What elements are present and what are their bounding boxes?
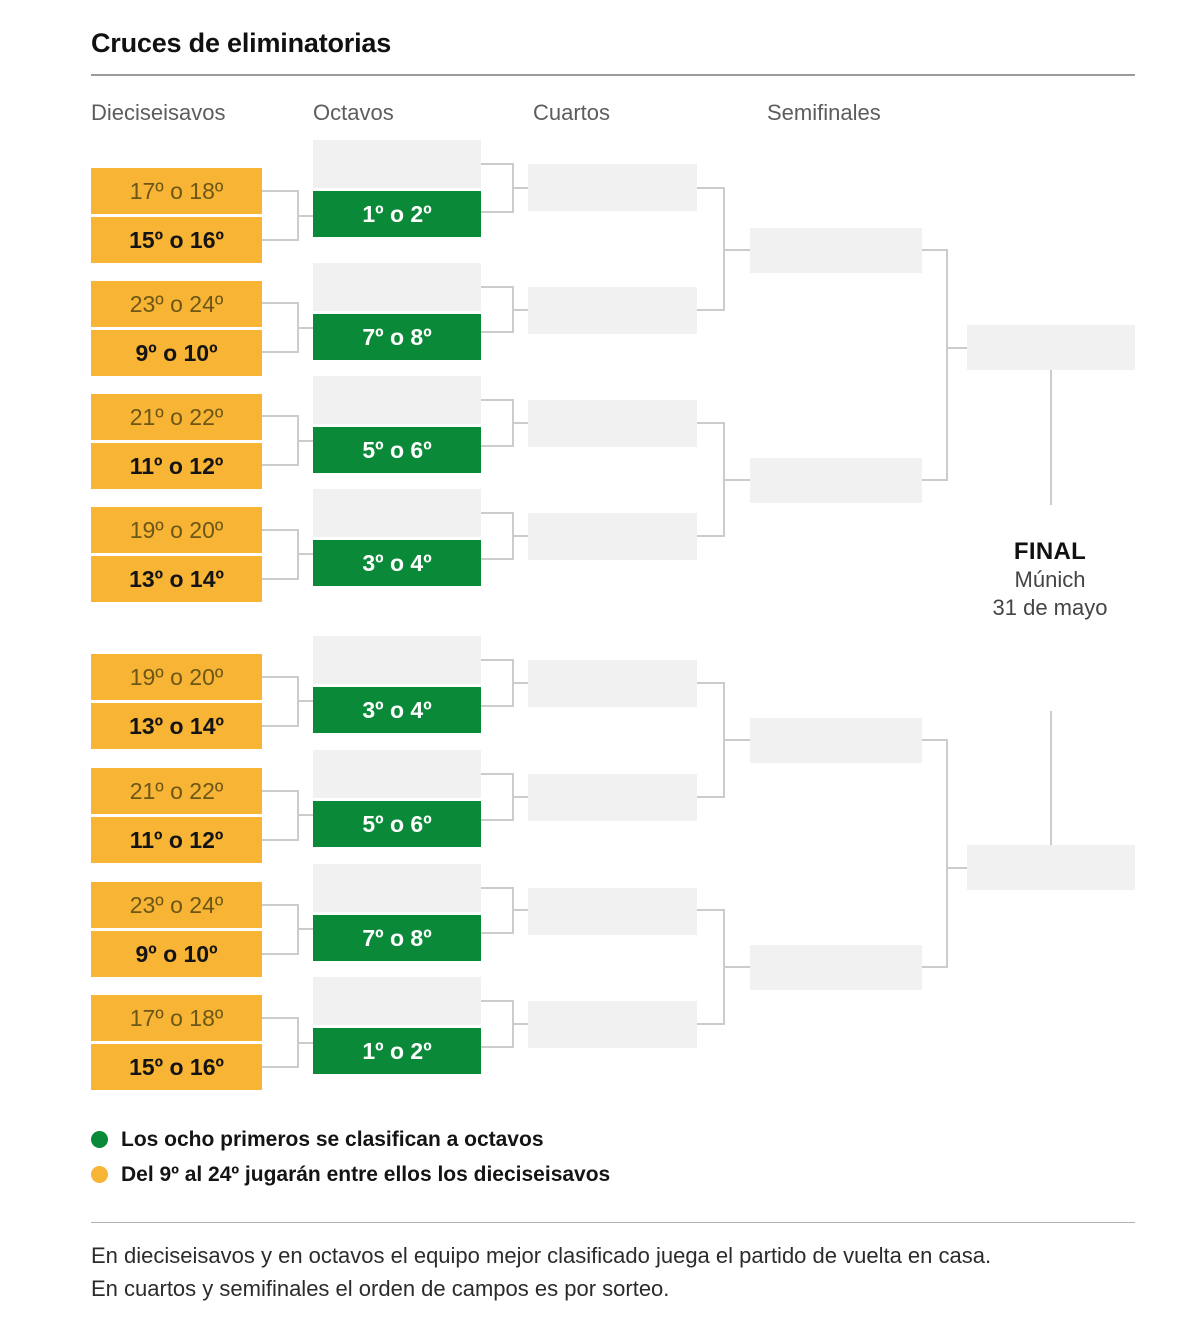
- column-header-cuartos: Cuartos: [533, 100, 611, 125]
- r32-slot-bottom[interactable]: 11º o 12º: [91, 443, 262, 489]
- qf-slot[interactable]: [528, 774, 697, 821]
- qf-slot[interactable]: [528, 287, 697, 334]
- r32-slot-bottom[interactable]: 15º o 16º: [91, 217, 262, 263]
- final-label-block: FINAL Múnich 31 de mayo: [930, 538, 1170, 622]
- r32-slot-top[interactable]: 23º o 24º: [91, 882, 262, 928]
- column-header-octavos: Octavos: [313, 100, 394, 125]
- r16-winner-slot[interactable]: [313, 636, 481, 684]
- r16-seeded-slot[interactable]: 5º o 6º: [313, 801, 481, 847]
- legend-label: Del 9º al 24º jugarán entre ellos los di…: [121, 1162, 611, 1186]
- footnote-line-2: En cuartos y semifinales el orden de cam…: [91, 1275, 670, 1301]
- r16-winner-slot[interactable]: [313, 263, 481, 311]
- sf-slot[interactable]: [750, 458, 922, 503]
- r16-seeded-slot[interactable]: 1º o 2º: [313, 191, 481, 237]
- r32-slot-top[interactable]: 23º o 24º: [91, 281, 262, 327]
- title-divider: [91, 74, 1135, 76]
- r16-seeded-slot[interactable]: 1º o 2º: [313, 1028, 481, 1074]
- sf-slot[interactable]: [750, 718, 922, 763]
- r32-slot-bottom[interactable]: 9º o 10º: [91, 931, 262, 977]
- r32-slot-top[interactable]: 17º o 18º: [91, 168, 262, 214]
- r16-seeded-slot[interactable]: 7º o 8º: [313, 314, 481, 360]
- r32-slot-top[interactable]: 17º o 18º: [91, 995, 262, 1041]
- page-title: Cruces de eliminatorias: [91, 28, 392, 58]
- column-header-semifinales: Semifinales: [767, 100, 881, 125]
- r16-winner-slot[interactable]: [313, 864, 481, 912]
- r16-seeded-slot[interactable]: 7º o 8º: [313, 915, 481, 961]
- bracket-connectors: [262, 163, 1052, 1068]
- r32-slot-bottom[interactable]: 13º o 14º: [91, 703, 262, 749]
- footnote-line-1: En dieciseisavos y en octavos el equipo …: [91, 1243, 992, 1268]
- r16-winner-slot[interactable]: [313, 489, 481, 537]
- qf-slot[interactable]: [528, 513, 697, 560]
- r16-seeded-slot[interactable]: 3º o 4º: [313, 540, 481, 586]
- final-title: FINAL: [1013, 538, 1087, 565]
- r16-winner-slot[interactable]: [313, 977, 481, 1025]
- green-dot-icon: [91, 1131, 108, 1148]
- sf-slot[interactable]: [750, 945, 922, 990]
- footnote: En dieciseisavos y en octavos el equipo …: [91, 1240, 1151, 1305]
- footnote-divider: [91, 1222, 1135, 1223]
- r16-winner-slot[interactable]: [313, 140, 481, 188]
- legend-label: Los ocho primeros se clasifican a octavo…: [121, 1127, 544, 1151]
- qf-slot[interactable]: [528, 888, 697, 935]
- r16-winner-slot[interactable]: [313, 376, 481, 424]
- column-header-dieciseisavos: Dieciseisavos: [91, 100, 226, 125]
- r32-slot-top[interactable]: 19º o 20º: [91, 654, 262, 700]
- r32-slot-top[interactable]: 21º o 22º: [91, 768, 262, 814]
- r32-slot-bottom[interactable]: 13º o 14º: [91, 556, 262, 602]
- r32-slot-bottom[interactable]: 11º o 12º: [91, 817, 262, 863]
- r16-seeded-slot[interactable]: 5º o 6º: [313, 427, 481, 473]
- bracket-diagram: 17º o 18º 15º o 16º 23º o 24º 9º o 10º 2…: [91, 140, 1170, 1090]
- qf-slot[interactable]: [528, 164, 697, 211]
- final-city: Múnich: [1014, 567, 1086, 592]
- final-slot[interactable]: [967, 325, 1135, 370]
- r32-slot-top[interactable]: 21º o 22º: [91, 394, 262, 440]
- r16-winner-slot[interactable]: [313, 750, 481, 798]
- legend-item-orange: Del 9º al 24º jugarán entre ellos los di…: [91, 1157, 991, 1192]
- qf-slot[interactable]: [528, 400, 697, 447]
- r32-slot-top[interactable]: 19º o 20º: [91, 507, 262, 553]
- r16-seeded-slot[interactable]: 3º o 4º: [313, 687, 481, 733]
- qf-slot[interactable]: [528, 660, 697, 707]
- final-slot[interactable]: [967, 845, 1135, 890]
- final-date: 31 de mayo: [992, 595, 1108, 621]
- sf-slot[interactable]: [750, 228, 922, 273]
- r32-slot-bottom[interactable]: 9º o 10º: [91, 330, 262, 376]
- r32-slot-bottom[interactable]: 15º o 16º: [91, 1044, 262, 1090]
- legend-item-green: Los ocho primeros se clasifican a octavo…: [91, 1122, 991, 1157]
- qf-slot[interactable]: [528, 1001, 697, 1048]
- orange-dot-icon: [91, 1166, 108, 1183]
- legend: Los ocho primeros se clasifican a octavo…: [91, 1122, 991, 1192]
